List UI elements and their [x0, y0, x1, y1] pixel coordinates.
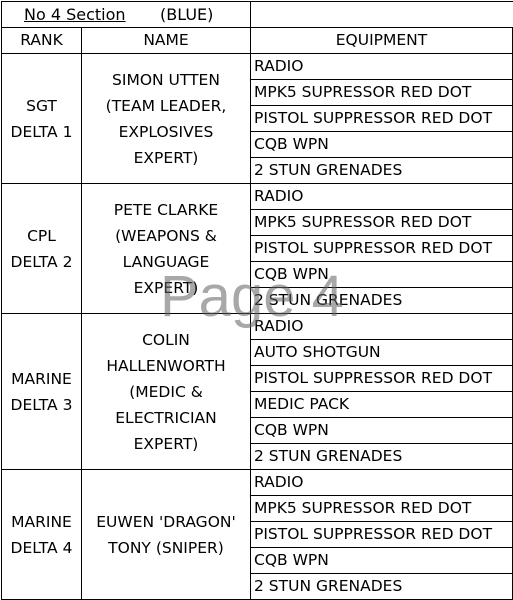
equipment-cell[interactable]: CQB WPN	[250, 131, 513, 158]
header-row: RANK NAME EQUIPMENT	[1, 27, 513, 54]
equipment-cell[interactable]: MPK5 SUPRESSOR RED DOT	[250, 495, 513, 522]
equipment-cell[interactable]: MEDIC PACK	[250, 391, 513, 418]
table-row: CQB WPN	[2, 261, 513, 288]
equipment-cell[interactable]: PISTOL SUPPRESSOR RED DOT	[250, 235, 513, 262]
equipment-cell[interactable]: RADIO	[250, 183, 513, 210]
table-row: MPK5 SUPRESSOR RED DOT	[2, 209, 513, 236]
section-colour: (BLUE)	[160, 5, 214, 24]
table-row: MPK5 SUPRESSOR RED DOT	[2, 495, 513, 522]
equipment-cell[interactable]: PISTOL SUPPRESSOR RED DOT	[250, 365, 513, 392]
equipment-cell[interactable]: 2 STUN GRENADES	[250, 287, 513, 314]
equipment-cell[interactable]: RADIO	[250, 313, 513, 340]
rank-cell[interactable]: MARINE DELTA 3	[1, 313, 82, 470]
equipment-cell[interactable]: 2 STUN GRENADES	[250, 157, 513, 184]
table-row: 2 STUN GRENADES	[2, 157, 513, 184]
name-cell[interactable]: SIMON UTTEN (TEAM LEADER, EXPLOSIVES EXP…	[81, 53, 251, 184]
section-name: No 4 Section	[24, 5, 126, 24]
table-row: CQB WPN	[2, 417, 513, 444]
title-cell[interactable]: No 4 Section (BLUE)	[1, 1, 251, 28]
equipment-cell[interactable]: CQB WPN	[250, 261, 513, 288]
equipment-cell[interactable]: PISTOL SUPPRESSOR RED DOT	[250, 105, 513, 132]
table-row: PISTOL SUPPRESSOR RED DOT	[2, 365, 513, 392]
rank-header[interactable]: RANK	[1, 27, 82, 54]
name-cell[interactable]: COLIN HALLENWORTH (MEDIC & ELECTRICIAN E…	[81, 313, 251, 470]
table-row: CQB WPN	[2, 547, 513, 574]
empty-cell[interactable]	[250, 1, 513, 28]
table-row: 2 STUN GRENADES	[2, 287, 513, 314]
equipment-cell[interactable]: RADIO	[250, 469, 513, 496]
equipment-cell[interactable]: AUTO SHOTGUN	[250, 339, 513, 366]
rank-cell[interactable]: MARINE DELTA 4	[1, 469, 82, 600]
equipment-cell[interactable]: PISTOL SUPPRESSOR RED DOT	[250, 521, 513, 548]
equipment-cell[interactable]: RADIO	[250, 53, 513, 80]
table-row: MEDIC PACK	[2, 391, 513, 418]
table-row: 2 STUN GRENADES	[2, 443, 513, 470]
rank-cell[interactable]: CPL DELTA 2	[1, 183, 82, 314]
equipment-cell[interactable]: 2 STUN GRENADES	[250, 443, 513, 470]
table-row: AUTO SHOTGUN	[2, 339, 513, 366]
equipment-cell[interactable]: MPK5 SUPRESSOR RED DOT	[250, 79, 513, 106]
title-row: No 4 Section (BLUE)	[1, 1, 513, 28]
table-row: PISTOL SUPPRESSOR RED DOT	[2, 235, 513, 262]
equipment-cell[interactable]: MPK5 SUPRESSOR RED DOT	[250, 209, 513, 236]
equipment-cell[interactable]: CQB WPN	[250, 417, 513, 444]
equipment-cell[interactable]: CQB WPN	[250, 547, 513, 574]
rank-cell[interactable]: SGT DELTA 1	[1, 53, 82, 184]
table-row: MPK5 SUPRESSOR RED DOT	[2, 79, 513, 106]
equipment-cell[interactable]: 2 STUN GRENADES	[250, 573, 513, 600]
table-row: 2 STUN GRENADES	[2, 573, 513, 600]
table-row: PISTOL SUPPRESSOR RED DOT	[2, 521, 513, 548]
name-header[interactable]: NAME	[81, 27, 251, 54]
name-cell[interactable]: PETE CLARKE (WEAPONS & LANGUAGE EXPERT)	[81, 183, 251, 314]
equipment-header[interactable]: EQUIPMENT	[250, 27, 513, 54]
table-row: PISTOL SUPPRESSOR RED DOT	[2, 105, 513, 132]
name-cell[interactable]: EUWEN 'DRAGON' TONY (SNIPER)	[81, 469, 251, 600]
